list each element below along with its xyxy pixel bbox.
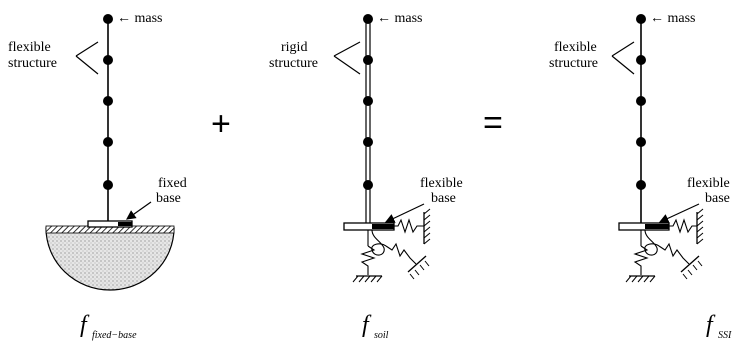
structure-pointer	[75, 41, 99, 75]
rotational-spring	[371, 229, 387, 256]
structure-label-line1: rigid	[281, 40, 307, 55]
formula-main: f	[362, 312, 372, 338]
flexible-base-assembly	[343, 208, 431, 283]
mass-dot	[103, 137, 113, 147]
panel-ssi: ← mass flexible structure flexible base …	[549, 11, 732, 341]
horizontal-spring	[669, 218, 697, 234]
structure-label-line1: flexible	[554, 40, 597, 55]
mass-label: ← mass	[377, 11, 423, 26]
flexible-base-assembly	[618, 208, 704, 283]
dashpot-spring	[658, 242, 690, 265]
mass-dot	[636, 55, 646, 65]
base-label-line2: base	[156, 191, 181, 206]
mass-label: ← mass	[117, 11, 163, 26]
base-contact	[118, 222, 132, 226]
mass-dot	[363, 14, 373, 24]
structure-label-line2: structure	[269, 56, 318, 71]
mass-dot	[103, 55, 113, 65]
lumped-masses	[363, 14, 373, 190]
rotational-spring	[644, 229, 660, 256]
base-label-line1: flexible	[420, 176, 463, 191]
mass-dot	[103, 180, 113, 190]
structure-label-line1: flexible	[8, 40, 51, 55]
formula-main: f	[706, 312, 716, 338]
lumped-masses	[103, 14, 113, 190]
dashpot-spring	[385, 242, 417, 265]
formula-soil: f soil	[362, 312, 389, 341]
structure-pointer	[611, 41, 635, 75]
mass-dot	[103, 96, 113, 106]
plus-operator: +	[211, 105, 231, 143]
formula-main: f	[80, 312, 90, 338]
mass-dot	[363, 96, 373, 106]
mass-dot	[363, 180, 373, 190]
equals-operator: =	[483, 104, 503, 142]
structure-label-line2: structure	[8, 56, 57, 71]
formula-fixed-base: f fixed−base	[80, 312, 137, 341]
panel-fixed-base: ← mass flexible structure fixed base f f…	[8, 11, 187, 341]
base-pointer-arrow	[658, 203, 700, 223]
formula-ssi: f SSI	[706, 312, 732, 341]
mass-dot	[636, 96, 646, 106]
mass-dot	[636, 137, 646, 147]
lumped-masses	[636, 14, 646, 190]
structure-label-line2: structure	[549, 56, 598, 71]
mass-dot	[363, 55, 373, 65]
mass-label: ← mass	[650, 11, 696, 26]
base-label-line1: fixed	[158, 176, 187, 191]
structure-pointer	[333, 41, 361, 75]
soil-halfspace	[45, 225, 175, 291]
mass-dot	[363, 137, 373, 147]
formula-subscript: soil	[374, 330, 389, 341]
formula-subscript: SSI	[718, 330, 732, 341]
panel-soil: ← mass rigid structure flexible base f s…	[269, 11, 463, 341]
vertical-spring	[360, 245, 376, 275]
base-label-line2: base	[431, 191, 456, 206]
mass-dot	[636, 14, 646, 24]
base-pointer-arrow	[126, 201, 152, 220]
mass-dot	[636, 180, 646, 190]
base-label-line2: base	[705, 191, 730, 206]
base-pointer-arrow	[384, 203, 425, 223]
formula-subscript: fixed−base	[92, 330, 137, 341]
mass-dot	[103, 14, 113, 24]
rigid-stick	[365, 19, 371, 223]
vertical-spring	[633, 245, 649, 275]
horizontal-spring	[394, 218, 424, 234]
base-label-line1: flexible	[687, 176, 730, 191]
